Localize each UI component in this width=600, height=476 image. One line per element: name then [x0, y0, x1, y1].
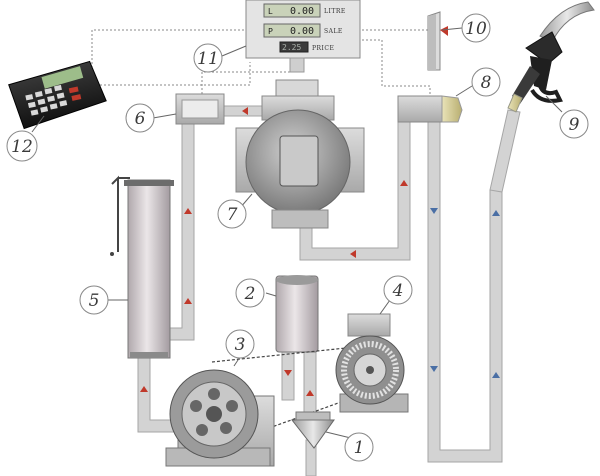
- filter: [275, 275, 319, 353]
- display-row-caption: LITRE: [324, 8, 346, 15]
- callout-9: 9: [559, 109, 589, 139]
- callout-11: 11: [193, 43, 223, 73]
- callout-1: 1: [344, 432, 374, 462]
- fuel-nozzle: [507, 1, 595, 113]
- return-arrows: [430, 208, 500, 378]
- callouts: 1 2 3 4 5 6 7 8 9 10 11 12: [6, 13, 589, 462]
- electric-motor: [335, 313, 409, 413]
- display-row-letter: L: [268, 7, 273, 16]
- callout-2: 2: [235, 278, 265, 308]
- nozzle-switch: [427, 11, 448, 71]
- callout-8: 8: [471, 67, 501, 97]
- check-valve: [290, 411, 335, 449]
- price-display-unit: L 0.00 LITRE P 0.00 SALE 2.25 PRICE: [245, 0, 361, 73]
- callout-3: 3: [225, 329, 255, 359]
- gas-separator-tank: [110, 175, 174, 359]
- callout-7: 7: [217, 199, 247, 229]
- callout-4: 4: [383, 275, 413, 305]
- display-row-value: 0.00: [290, 26, 314, 37]
- callout-number: 10: [465, 19, 487, 39]
- callout-number: 12: [11, 137, 33, 157]
- flow-meter: [235, 79, 365, 229]
- callout-number: 11: [197, 49, 219, 69]
- callout-number: 1: [354, 438, 365, 458]
- callout-number: 7: [227, 205, 238, 225]
- callout-10: 10: [461, 13, 491, 43]
- solenoid-valve: [175, 93, 225, 125]
- callout-5: 5: [79, 285, 109, 315]
- callout-number: 5: [89, 291, 100, 311]
- callout-number: 2: [244, 284, 256, 304]
- wires: [91, 29, 431, 102]
- callout-number: 6: [135, 109, 146, 129]
- display-row-value: 0.00: [290, 6, 314, 17]
- display-row-value: 2.25: [282, 43, 301, 52]
- callout-number: 8: [481, 73, 492, 93]
- callout-number: 3: [235, 335, 246, 355]
- display-row-caption: PRICE: [312, 45, 334, 52]
- flow-arrows: [140, 107, 408, 396]
- pump: [165, 369, 275, 467]
- display-row-letter: P: [268, 27, 273, 36]
- callout-number: 9: [569, 115, 580, 135]
- callout-number: 4: [392, 281, 404, 301]
- callout-6: 6: [125, 103, 155, 133]
- display-row-caption: SALE: [324, 28, 343, 35]
- keypad-controller: [8, 60, 107, 130]
- hose-connector: [397, 95, 463, 123]
- callout-12: 12: [6, 130, 38, 162]
